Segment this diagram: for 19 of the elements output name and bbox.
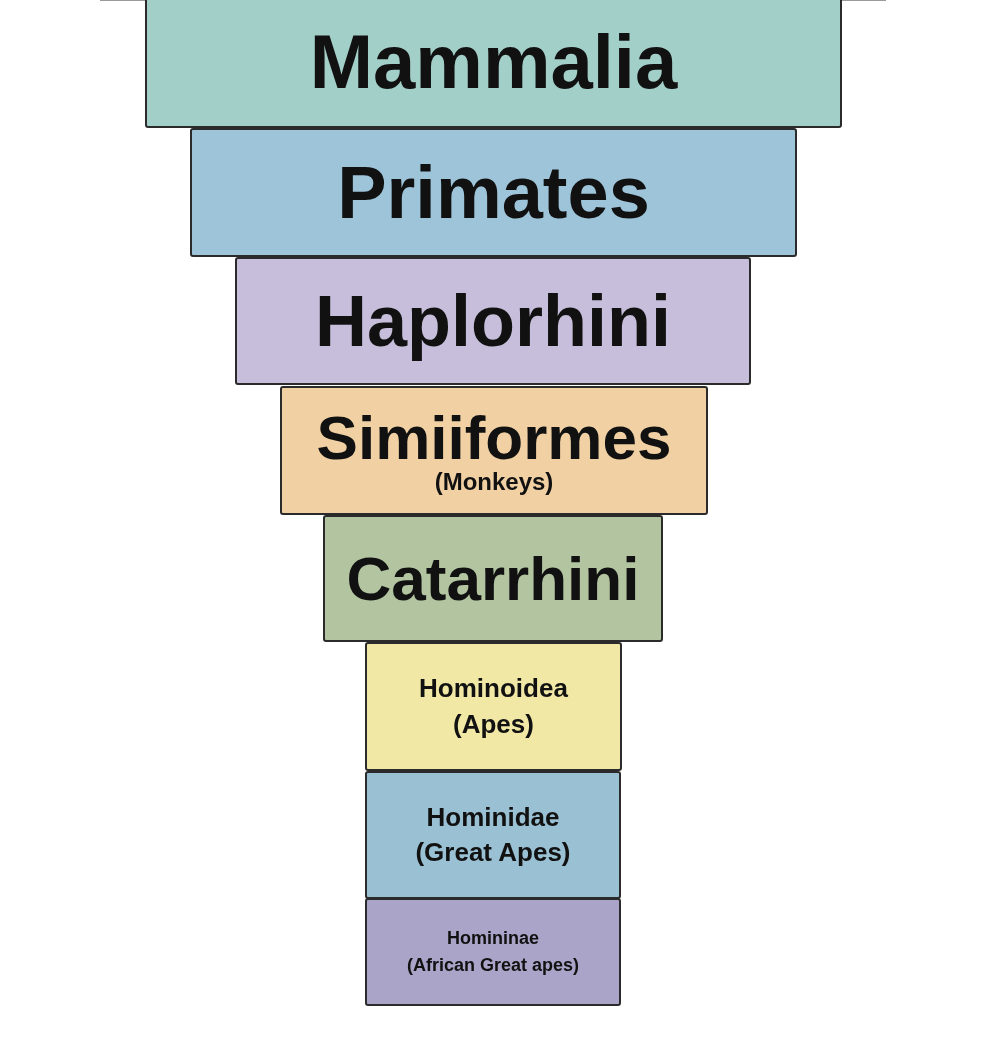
taxon-box — [365, 771, 621, 899]
taxon-box — [280, 386, 708, 515]
taxon-box — [235, 257, 751, 385]
taxon-name: Hominoidea — [419, 672, 568, 706]
common-name: (Apes) — [453, 707, 534, 741]
taxon-name: Primates — [337, 155, 650, 230]
taxon-name: Catarrhini — [346, 547, 640, 610]
taxon-name: Homininae — [447, 927, 539, 950]
common-name: (Monkeys) — [434, 468, 554, 495]
taxon-name: Simiiformes — [316, 406, 672, 469]
taxon-box — [145, 0, 842, 128]
taxon-box — [365, 898, 621, 1006]
common-name: (Great Apes) — [415, 836, 571, 869]
taxon-box — [190, 128, 797, 257]
taxon-name: Hominidae — [426, 800, 560, 834]
taxon-box — [323, 515, 663, 642]
taxon-box — [365, 642, 622, 771]
taxon-name: Mammalia — [309, 24, 678, 100]
common-name: (African Great apes) — [406, 954, 580, 977]
